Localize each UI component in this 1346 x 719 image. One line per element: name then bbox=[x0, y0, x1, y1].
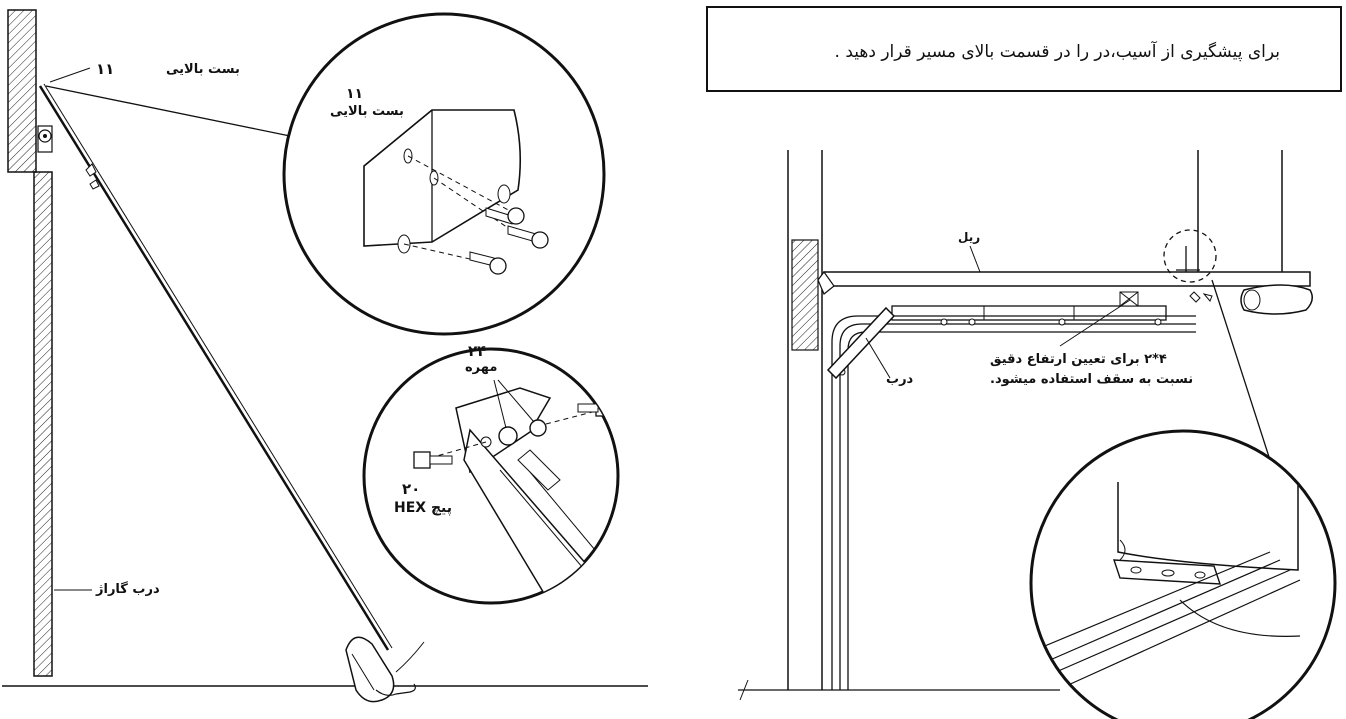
rail-edge bbox=[43, 83, 393, 649]
screw bbox=[507, 225, 549, 249]
rail-mount-detail bbox=[1039, 470, 1301, 687]
nut-label: مهره bbox=[465, 360, 498, 375]
height-note-line2: نسبت به سقف استفاده میشود. bbox=[990, 372, 1194, 387]
rail bbox=[38, 85, 390, 651]
hex-bolt bbox=[413, 451, 453, 469]
leader-wood-block bbox=[1059, 299, 1131, 347]
leader-rail bbox=[969, 245, 981, 273]
door-track bbox=[839, 323, 1196, 690]
callout-line-bracket bbox=[45, 85, 291, 137]
warning-note-text: برای پیشگیری از آسیب،در را در قسمت بالای… bbox=[834, 42, 1280, 62]
leader-11 bbox=[49, 67, 91, 83]
opener-motor-unit bbox=[345, 636, 425, 703]
door-edge bbox=[826, 306, 896, 380]
rail-trolley-part bbox=[85, 163, 100, 190]
door-track bbox=[831, 315, 1196, 690]
upper-bracket-number: ۱۱ bbox=[96, 60, 115, 78]
header-board bbox=[791, 239, 819, 351]
height-note-line1: ۴*۲ برای تعیین ارتفاع دقیق bbox=[990, 352, 1167, 367]
door-panel-top bbox=[891, 305, 1167, 321]
garage-door-panel bbox=[33, 171, 53, 677]
nut-number: ۲۴ bbox=[468, 342, 487, 360]
door-label: درب bbox=[886, 372, 914, 387]
zoom-bracket-label: بست بالایی bbox=[330, 104, 404, 119]
upper-bracket-label: بست بالایی bbox=[166, 62, 240, 77]
screw bbox=[485, 207, 525, 225]
bracket-detail bbox=[363, 109, 549, 275]
wall-bracket bbox=[37, 125, 53, 153]
rail-clip bbox=[1189, 291, 1213, 303]
right-figure bbox=[738, 150, 1337, 719]
rail bbox=[823, 271, 1311, 287]
highlight-circle bbox=[1163, 229, 1217, 283]
leader-door bbox=[865, 337, 891, 379]
header-wall bbox=[7, 9, 37, 173]
callout-line bbox=[1211, 279, 1271, 461]
zoom-bracket-number: ۱۱ bbox=[346, 86, 364, 102]
garage-door-label: درب گاراژ bbox=[96, 582, 160, 597]
left-figure bbox=[2, 9, 648, 703]
screw bbox=[469, 251, 507, 275]
opener-motor bbox=[1240, 284, 1313, 315]
bolt-number: ۲۰ bbox=[402, 480, 421, 498]
rail-label: ریل bbox=[958, 230, 981, 244]
rail-end-bracket bbox=[817, 270, 835, 295]
warning-note-box: برای پیشگیری از آسیب،در را در قسمت بالای… bbox=[706, 6, 1342, 92]
bolt-label: پیچ HEX bbox=[394, 500, 453, 516]
nut-bolt-detail bbox=[413, 379, 618, 603]
